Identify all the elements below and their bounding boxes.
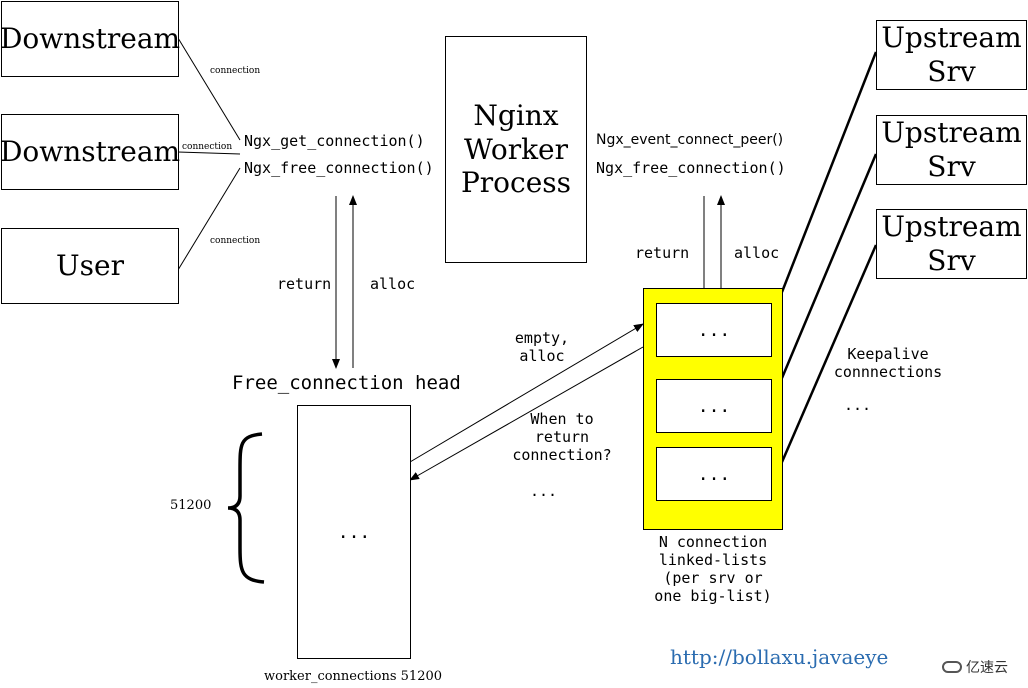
worker-connections-label: worker_connections 51200 [264,669,443,684]
source-url: http://bollaxu.javaeye [670,645,889,669]
conn-slot-3: ... [656,447,772,501]
connection-label-3: connection [210,236,261,246]
free-list-ellipsis: ... [337,521,371,543]
brand-logo-icon [942,661,962,673]
free-connection-head-label: Free_connection head [232,372,461,394]
return-label-right: return [635,244,690,262]
fn-free-connection-right: Ngx_free_connection() [596,159,786,177]
upstream-label-1: Upstream Srv [881,21,1022,88]
user-label: User [56,249,124,283]
arrow-when-return [409,346,644,481]
line-upstream-3 [780,244,878,463]
conn-slot-2-ellipsis: ... [697,395,731,417]
conn-slot-2: ... [656,379,772,433]
brace-51200 [227,432,265,584]
user-box: User [1,228,179,304]
line-downstream-2 [177,151,241,155]
upstream-box-2: Upstream Srv [876,115,1027,185]
nginx-worker-label: Nginx Worker Process [460,99,572,200]
middle-ellipsis: ... [530,482,558,500]
fn-get-connection: Ngx_get_connection() [244,132,425,150]
linked-lists-caption: N connection linked-lists (per srv or on… [654,533,772,605]
alloc-label-right: alloc [734,244,780,262]
conn-slot-1-ellipsis: ... [697,319,731,341]
arrow-empty-alloc [409,323,644,463]
free-connection-list: ... [297,405,411,659]
upstream-label-2: Upstream Srv [881,116,1022,183]
empty-alloc-label: empty, alloc [514,329,570,365]
upstream-label-3: Upstream Srv [881,210,1022,277]
downstream-label-2: Downstream [0,135,181,169]
conn-slot-3-ellipsis: ... [697,463,731,485]
fn-free-connection-left: Ngx_free_connection() [244,159,434,177]
connection-label-2: connection [182,142,233,152]
line-user [177,167,241,271]
alloc-label-left: alloc [370,275,416,293]
brand-watermark: 亿速云 [942,657,1008,677]
line-upstream-2 [780,153,878,379]
keepalive-label: Keepalive connnections [833,345,943,381]
count-51200-label: 51200 [170,498,212,513]
nginx-worker-box: Nginx Worker Process [445,36,587,263]
connection-label-1: connection [210,66,261,76]
conn-slot-1: ... [656,303,772,357]
line-upstream-1 [780,51,878,293]
line-downstream-1 [177,37,241,141]
fn-event-connect-peer: Ngx_event_connect_peer() [596,132,784,148]
downstream-label-1: Downstream [0,22,181,56]
brand-name: 亿速云 [966,660,1008,676]
downstream-box-1: Downstream [0,1,181,77]
downstream-box-2: Downstream [0,114,181,190]
upstream-box-3: Upstream Srv [876,209,1027,279]
when-to-return-label: When to return connection? [512,410,612,464]
keepalive-ellipsis: ... [844,396,872,414]
upstream-box-1: Upstream Srv [876,20,1027,90]
connection-pool: ... ... ... [643,288,783,530]
return-label-left: return [277,275,332,293]
